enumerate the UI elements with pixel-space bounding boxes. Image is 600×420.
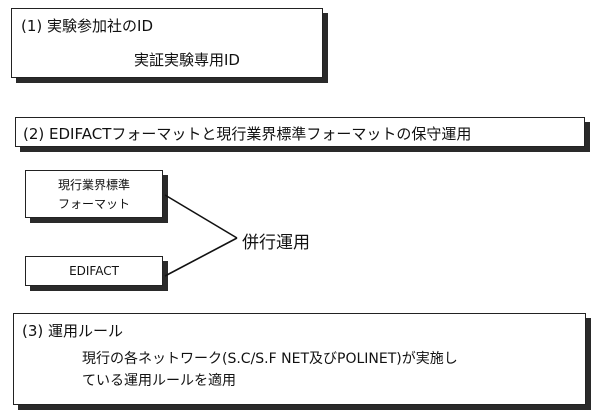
section-2-heading: (2) EDIFACTフォーマットと現行業界標準フォーマットの保守運用 [23, 125, 472, 143]
current-format-line-1: 現行業界標準 [57, 178, 130, 192]
section-1-heading: (1) 実験参加社のID [21, 17, 153, 35]
section-3-box: (3) 運用ルール 現行の各ネットワーク(S.C/S.F NET及びPOLINE… [13, 313, 586, 405]
section-3-body: 現行の各ネットワーク(S.C/S.F NET及びPOLINET)が実施し ている… [82, 348, 572, 392]
section-2-box: (2) EDIFACTフォーマットと現行業界標準フォーマットの保守運用 [15, 117, 585, 147]
merge-line-lower [164, 237, 238, 277]
current-format-label: 現行業界標準 フォーマット [26, 176, 162, 214]
merge-line-upper [164, 194, 238, 239]
section-1-box: (1) 実験参加社のID 実証実験専用ID [11, 8, 323, 78]
edifact-format-label: EDIFACT [69, 264, 119, 278]
current-format-box: 現行業界標準 フォーマット [25, 170, 163, 218]
section-3-heading: (3) 運用ルール [22, 322, 124, 340]
parallel-operation-label: 併行運用 [242, 233, 310, 253]
section-1-body: 実証実験専用ID [134, 51, 240, 69]
section-3-body-line-1: 現行の各ネットワーク(S.C/S.F NET及びPOLINET)が実施し [82, 351, 458, 367]
edifact-format-box: EDIFACT [25, 256, 163, 286]
section-3-body-line-2: ている運用ルールを適用 [82, 373, 236, 389]
current-format-line-2: フォーマット [57, 197, 130, 211]
